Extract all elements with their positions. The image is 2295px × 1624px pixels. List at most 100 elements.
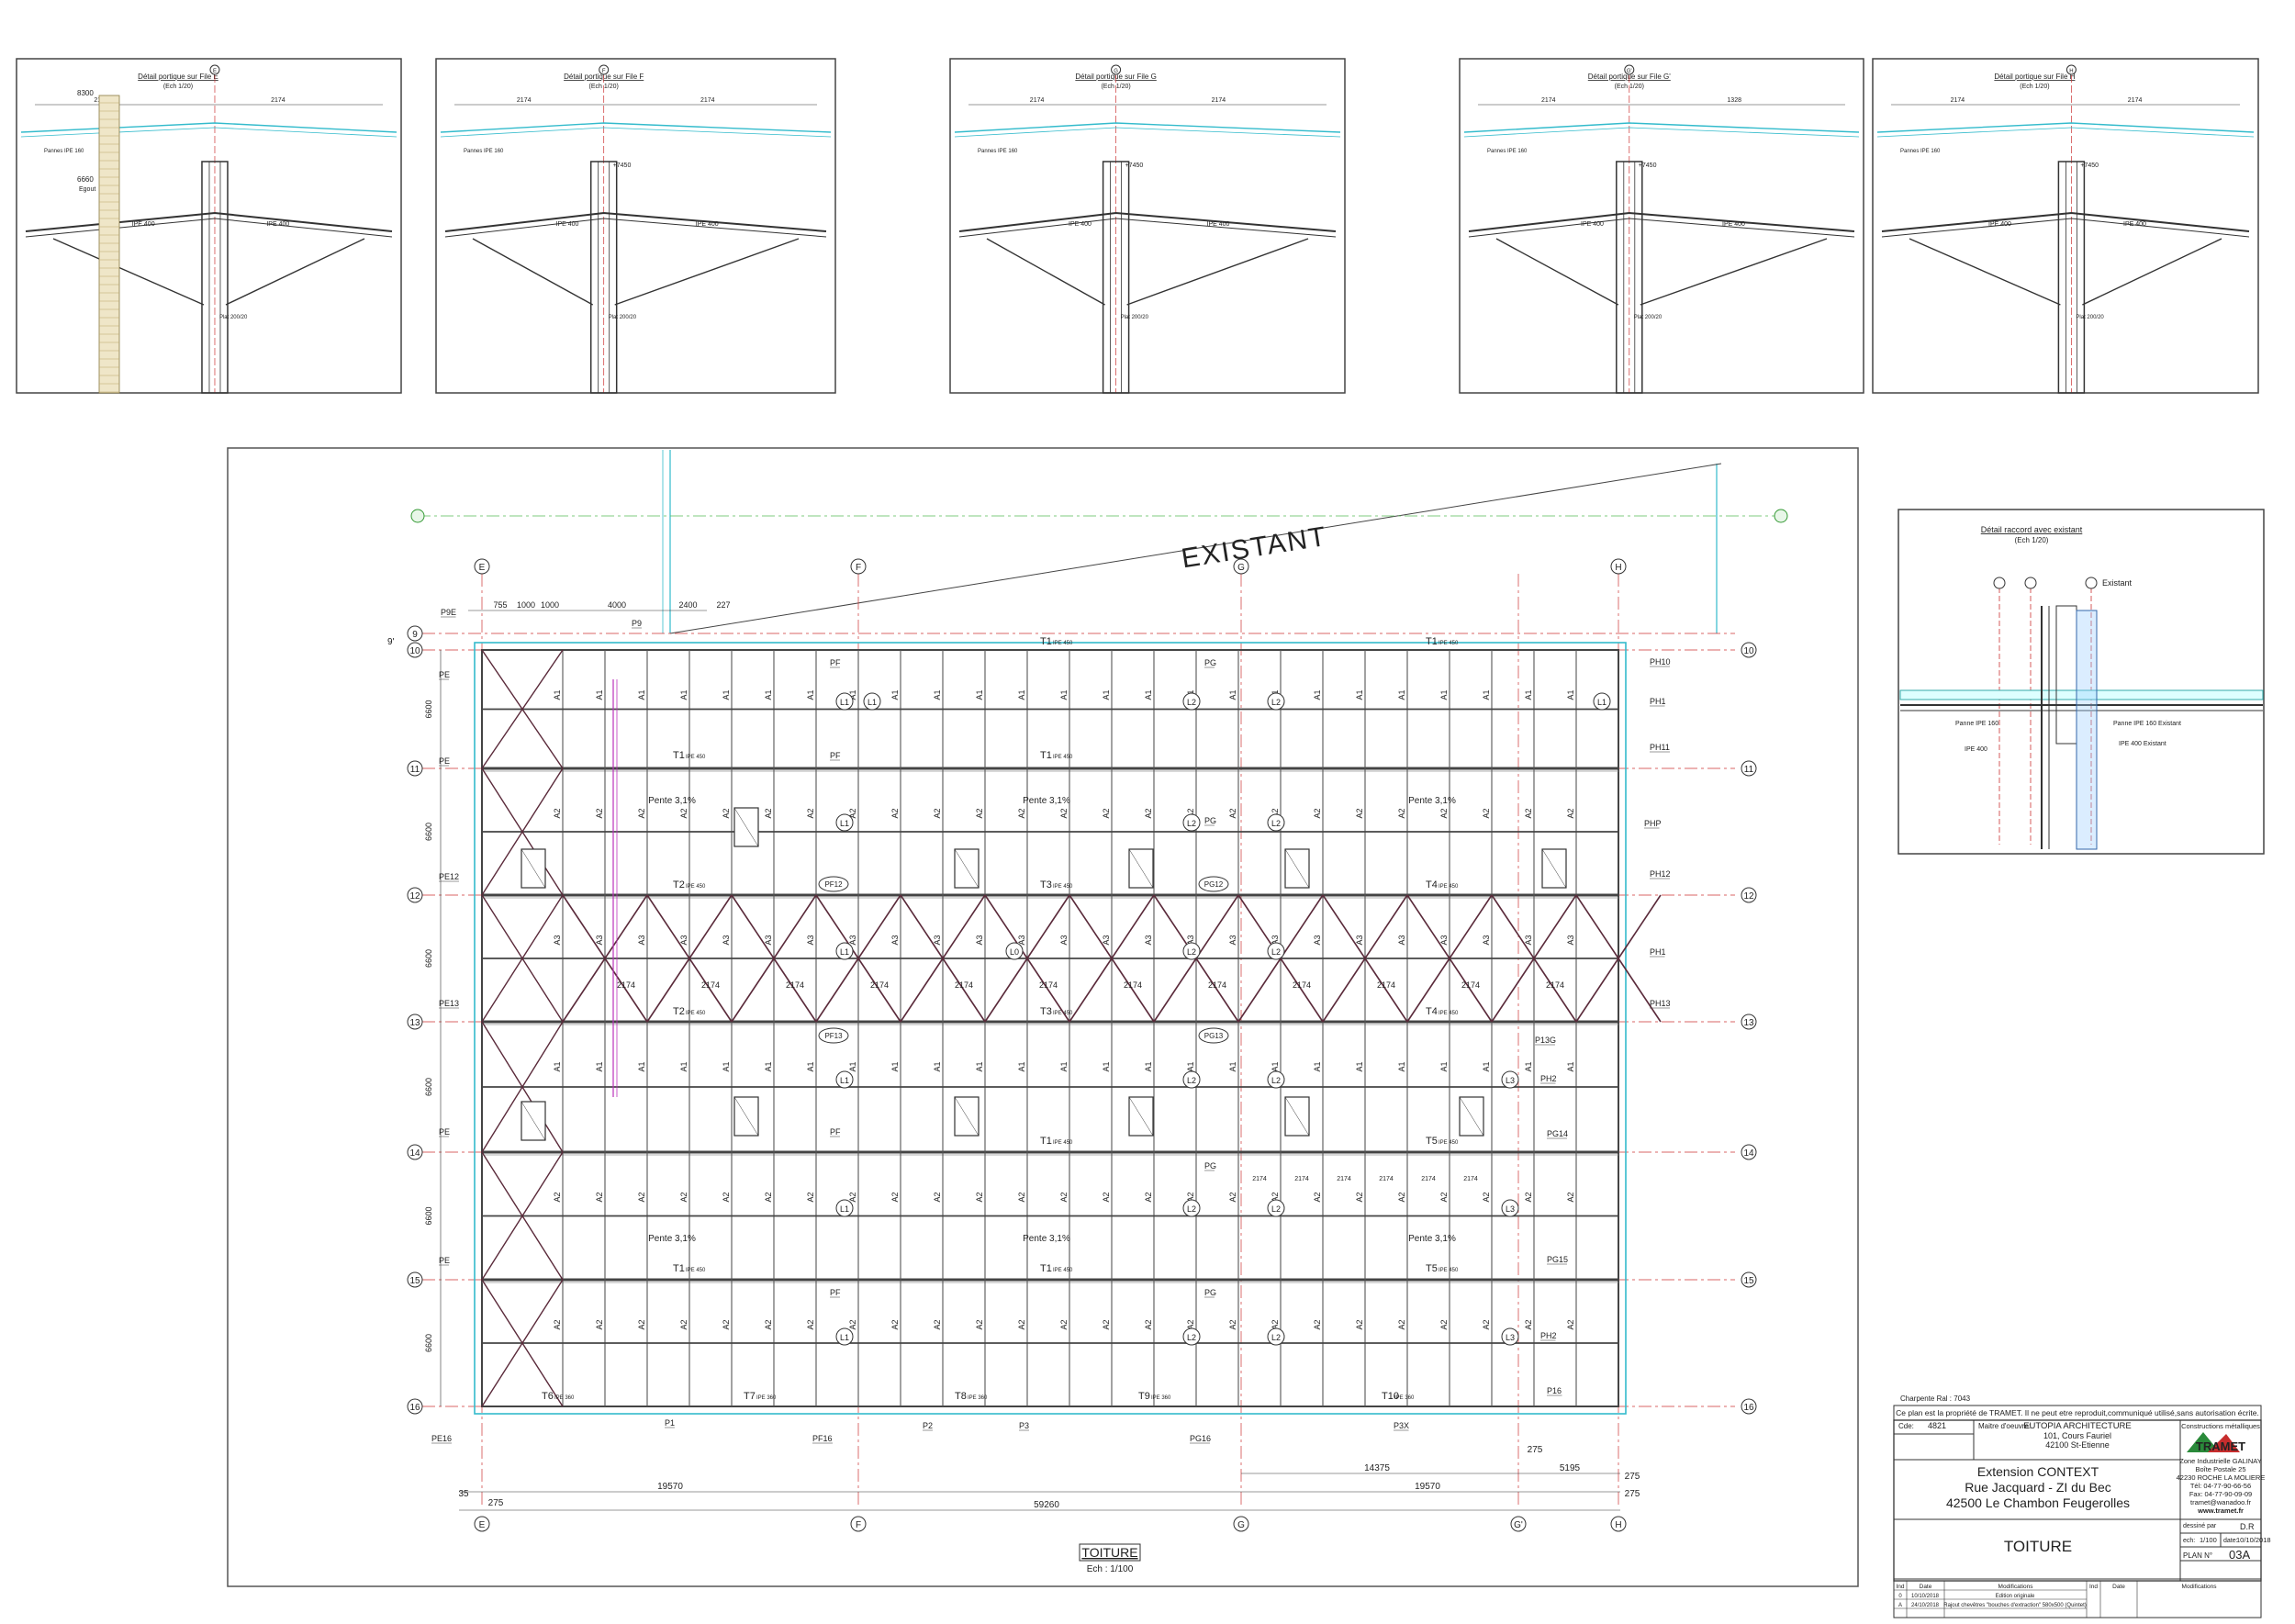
svg-text:A1: A1 — [1355, 689, 1364, 700]
svg-text:Pannes IPE 160: Pannes IPE 160 — [1487, 149, 1528, 154]
maitre-addr2: 42100 St-Etienne — [2045, 1440, 2110, 1450]
tramet-logo: TRAMET — [2184, 1432, 2257, 1453]
svg-text:PF12: PF12 — [824, 880, 843, 889]
l-label: L1 — [840, 1204, 849, 1214]
svg-text:A1: A1 — [679, 689, 688, 700]
date-label: date: — [2223, 1538, 2238, 1544]
svg-text:IPE 450: IPE 450 — [1053, 641, 1073, 646]
row-axis-extra: 9' — [387, 637, 395, 647]
detail-axis: E — [213, 69, 217, 74]
project-line2: Rue Jacquard - ZI du Bec — [1965, 1480, 2111, 1495]
beam-label: T1 — [1040, 1136, 1052, 1147]
svg-text:2174: 2174 — [1030, 97, 1045, 104]
svg-text:A1: A1 — [1566, 689, 1575, 700]
svg-text:A3: A3 — [1059, 935, 1069, 945]
svg-text:A2: A2 — [1144, 1319, 1153, 1329]
svg-text:+7450: +7450 — [2080, 162, 2099, 169]
svg-text:IPE 400: IPE 400 — [1581, 221, 1604, 228]
svg-text:A3: A3 — [890, 935, 900, 945]
svg-text:A: A — [1898, 1603, 1902, 1608]
svg-text:1328: 1328 — [1727, 97, 1741, 104]
pente-label: Pente 3,1% — [1023, 796, 1070, 806]
l-label: L2 — [1187, 1333, 1196, 1342]
svg-text:A1: A1 — [595, 1061, 604, 1071]
svg-text:6600: 6600 — [424, 1334, 433, 1352]
svg-text:A2: A2 — [1566, 808, 1575, 818]
svg-text:Plat 200/20: Plat 200/20 — [1634, 315, 1662, 320]
svg-text:Pannes IPE 160: Pannes IPE 160 — [1900, 149, 1941, 154]
detail-panel-1: Détail portique sur File E(Ech 1/20)E217… — [16, 58, 402, 394]
date-value: 10/10/2018 — [2236, 1536, 2271, 1544]
svg-text:A2: A2 — [1566, 1192, 1575, 1202]
svg-text:275: 275 — [1625, 1489, 1640, 1499]
cde-label: Cde: — [1898, 1422, 1914, 1430]
svg-text:2174: 2174 — [1379, 1176, 1394, 1182]
svg-text:IPE 400: IPE 400 — [1722, 221, 1745, 228]
svg-text:Modifications: Modifications — [1998, 1584, 2034, 1590]
svg-text:A3: A3 — [1228, 935, 1237, 945]
svg-text:24/10/2018: 24/10/2018 — [1911, 1603, 1940, 1608]
svg-text:A2: A2 — [1313, 1319, 1322, 1329]
sheet-title: TOITURE — [2004, 1538, 2072, 1555]
svg-text:A1: A1 — [1566, 1061, 1575, 1071]
column-label: P1 — [665, 1418, 675, 1428]
svg-text:2174: 2174 — [1252, 1176, 1267, 1182]
svg-text:A2: A2 — [1271, 808, 1280, 818]
column-label: PG14 — [1547, 1129, 1568, 1138]
l-label: L1 — [840, 1333, 849, 1342]
svg-text:IPE 400: IPE 400 — [2123, 221, 2146, 228]
beam-label: T2 — [673, 1006, 685, 1017]
svg-text:A2: A2 — [848, 1319, 857, 1329]
svg-text:A1: A1 — [848, 1061, 857, 1071]
svg-text:A1: A1 — [1524, 689, 1533, 700]
svg-text:A2: A2 — [1228, 808, 1237, 818]
beam-label: T8 — [955, 1391, 967, 1402]
beam-label: T1 — [1426, 636, 1438, 647]
company-addr3: 42230 ROCHE LA MOLIERE — [2177, 1473, 2266, 1482]
svg-text:A2: A2 — [1397, 1319, 1406, 1329]
column-label: PH2 — [1540, 1331, 1557, 1340]
svg-text:A2: A2 — [637, 1192, 646, 1202]
svg-text:A2: A2 — [890, 808, 900, 818]
l-label: L2 — [1187, 1076, 1196, 1085]
svg-text:2174: 2174 — [271, 97, 285, 104]
svg-text:A3: A3 — [1355, 935, 1364, 945]
column-label: P3X — [1394, 1421, 1409, 1430]
column-label: PE12 — [439, 872, 459, 881]
column-label: PF — [830, 751, 841, 760]
l-label: L1 — [840, 698, 849, 707]
svg-text:Date: Date — [2112, 1584, 2125, 1590]
svg-text:6600: 6600 — [424, 1078, 433, 1096]
col-axis-top: H — [1615, 563, 1621, 573]
column-label: PF16 — [812, 1434, 833, 1443]
svg-text:A3: A3 — [848, 935, 857, 945]
svg-text:A1: A1 — [1017, 689, 1026, 700]
svg-text:275: 275 — [1528, 1445, 1543, 1455]
l-label: L2 — [1271, 819, 1281, 828]
row-axis-left: 15 — [409, 1276, 420, 1286]
column-label: PF — [830, 658, 841, 667]
detail-panel-4: Détail portique sur File G'(Ech 1/20)G'2… — [1459, 58, 1864, 394]
svg-text:IPE 400: IPE 400 — [556, 221, 579, 228]
l-label: L2 — [1271, 947, 1281, 957]
svg-text:A1: A1 — [722, 689, 731, 700]
svg-text:2174: 2174 — [1212, 97, 1226, 104]
beam-label: T4 — [1426, 1006, 1438, 1017]
svg-text:A1: A1 — [1102, 689, 1111, 700]
svg-text:A1: A1 — [806, 689, 815, 700]
svg-text:A1: A1 — [1059, 689, 1069, 700]
pente-label: Pente 3,1% — [1408, 1234, 1456, 1244]
column-label: P2 — [923, 1421, 933, 1430]
pente-label: Pente 3,1% — [648, 796, 696, 806]
svg-text:A1: A1 — [890, 1061, 900, 1071]
svg-text:A2: A2 — [1397, 1192, 1406, 1202]
svg-text:A2: A2 — [1186, 1192, 1195, 1202]
maitre-name: EUTOPIA ARCHITECTURE — [2023, 1421, 2132, 1431]
svg-text:6600: 6600 — [424, 949, 433, 968]
svg-text:2174: 2174 — [786, 980, 804, 990]
svg-text:2174: 2174 — [1377, 980, 1395, 990]
beam-label: T1 — [1040, 636, 1052, 647]
svg-text:A1: A1 — [637, 689, 646, 700]
svg-text:A2: A2 — [1059, 808, 1069, 818]
svg-text:A2: A2 — [1186, 808, 1195, 818]
